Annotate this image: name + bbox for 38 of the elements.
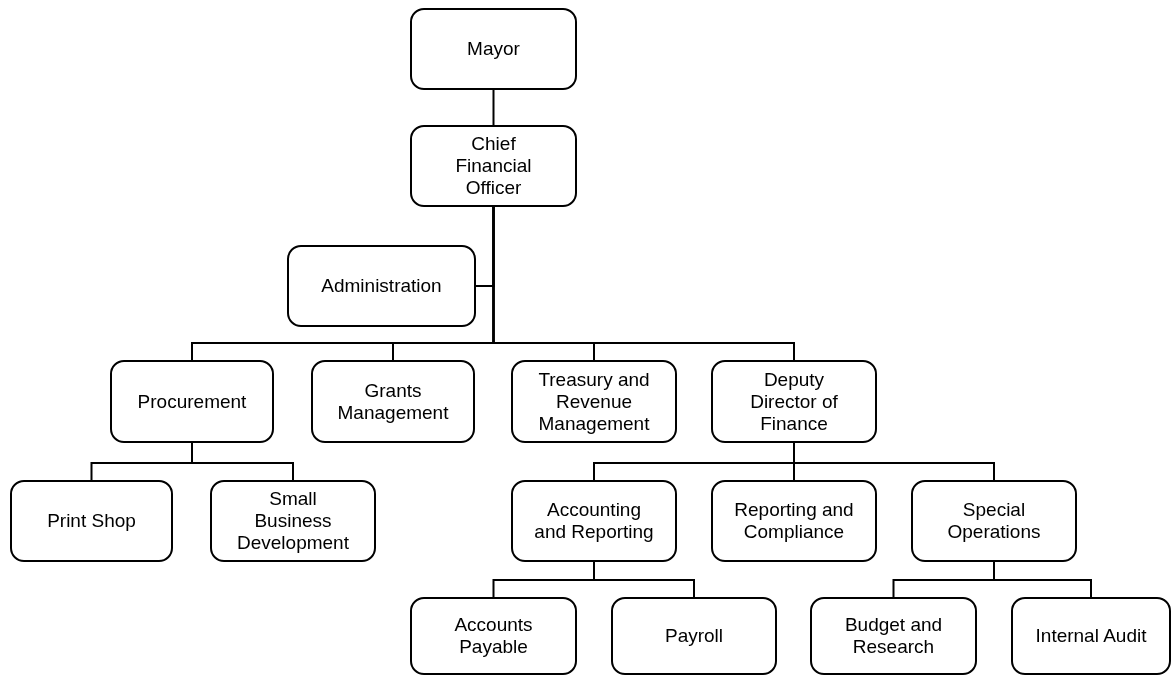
connector-line xyxy=(793,442,995,481)
connector-line xyxy=(492,89,495,126)
connector-line xyxy=(593,561,695,598)
unit-name: Payroll xyxy=(664,625,724,647)
org-unit-box xyxy=(410,597,577,675)
unit-name: Reporting and Compliance xyxy=(733,499,855,543)
org-unit-box xyxy=(410,125,577,207)
org-unit-box xyxy=(410,8,577,90)
org-unit-box xyxy=(110,360,274,443)
unit-name: Accounts Payable xyxy=(453,614,534,658)
org-unit-box xyxy=(1011,597,1171,675)
unit-name: Internal Audit xyxy=(1035,625,1147,647)
unit-name: Procurement xyxy=(137,390,247,413)
org-unit-box xyxy=(911,480,1077,562)
org-unit-box xyxy=(511,360,677,443)
org-unit-box xyxy=(210,480,376,562)
unit-name: Treasury and Revenue Management xyxy=(537,368,651,435)
org-unit-box xyxy=(711,480,877,562)
org-unit-box xyxy=(511,480,677,562)
connector-line xyxy=(993,561,1092,598)
org-unit-box xyxy=(287,245,476,327)
org-unit-box xyxy=(311,360,475,443)
org-unit-box xyxy=(10,480,173,562)
unit-name: Budget and Research xyxy=(843,614,944,658)
unit-name: Mayor xyxy=(467,38,520,60)
org-unit-box xyxy=(810,597,977,675)
unit-name: Chief Financial Officer xyxy=(454,133,533,199)
org-unit-box xyxy=(611,597,777,675)
unit-name: Deputy Director of Finance xyxy=(749,368,839,435)
unit-name: Special Operations xyxy=(946,499,1042,543)
unit-name: Print Shop xyxy=(47,510,136,532)
unit-name: Grants Management xyxy=(336,379,450,424)
unit-name: Administration xyxy=(321,275,442,297)
org-unit-box xyxy=(711,360,877,443)
unit-name: Accounting and Reporting xyxy=(533,499,655,543)
connector-line xyxy=(492,206,795,361)
connector-line xyxy=(191,442,294,481)
unit-name: Small Business Development xyxy=(236,488,350,554)
